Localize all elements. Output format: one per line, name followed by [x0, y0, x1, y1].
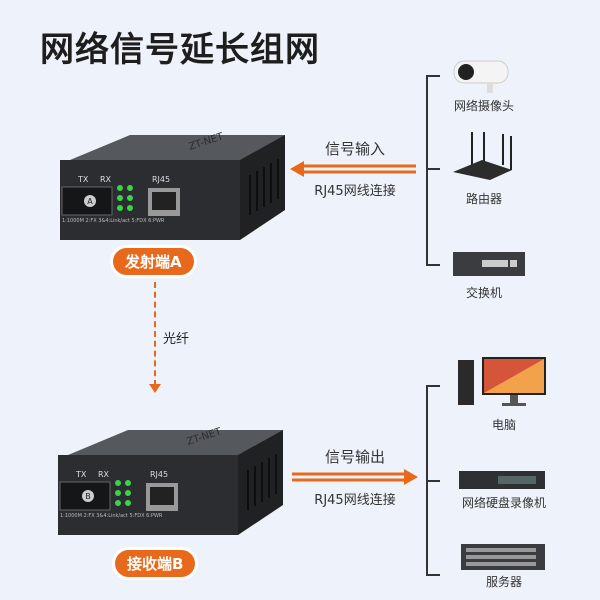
- media-converter-b: B TX RX RJ45 1:1000M 2:FX 3&4:Link/act 5…: [58, 426, 283, 535]
- arrow-down-icon: [149, 384, 161, 393]
- tx-label: TX: [75, 470, 87, 479]
- receiver-label: 接收端B: [115, 550, 196, 577]
- device-label: 电脑: [491, 418, 516, 432]
- arrow-right-icon: [292, 469, 418, 485]
- tx-label: TX: [77, 175, 89, 184]
- input-sub: RJ45网线连接: [314, 184, 396, 199]
- fiber-label: 光纤: [163, 332, 190, 347]
- switch-icon: [453, 252, 525, 276]
- rx-label: RX: [98, 470, 110, 479]
- port-letter-b: B: [85, 492, 91, 501]
- computer-icon: [458, 357, 546, 406]
- port-letter-a: A: [87, 197, 93, 206]
- rx-label: RX: [100, 175, 112, 184]
- transmitter-label: 发射端A: [113, 248, 194, 275]
- fiber-line: [154, 282, 156, 386]
- bracket-line: [426, 75, 428, 266]
- output-sub: RJ45网线连接: [314, 493, 396, 508]
- arrow-left-icon: [290, 161, 416, 177]
- media-converter-a: A TX RX RJ45 1:1000M 2:FX 3&4:Link/act 5…: [60, 131, 285, 240]
- router-icon: [453, 132, 512, 180]
- led-legend: 1:1000M 2:FX 3&4:Link/act 5:FDX 6:PWR: [62, 218, 165, 224]
- device-label: 服务器: [485, 575, 522, 589]
- output-title: 信号输出: [324, 448, 385, 466]
- device-label: 网络硬盘录像机: [461, 496, 546, 510]
- nvr-icon: [459, 471, 545, 489]
- server-icon: [461, 544, 545, 570]
- page-title: 网络信号延长组网: [40, 30, 320, 70]
- device-label: 网络摄像头: [453, 99, 514, 113]
- led-legend: 1:1000M 2:FX 3&4:Link/act 5:FDX 6:PWR: [60, 513, 163, 519]
- rj45-label: RJ45: [152, 175, 170, 184]
- camera-icon: [453, 60, 509, 93]
- device-label: 路由器: [465, 192, 502, 206]
- device-label: 交换机: [465, 286, 502, 300]
- rj45-label: RJ45: [150, 470, 168, 479]
- input-title: 信号输入: [324, 140, 385, 158]
